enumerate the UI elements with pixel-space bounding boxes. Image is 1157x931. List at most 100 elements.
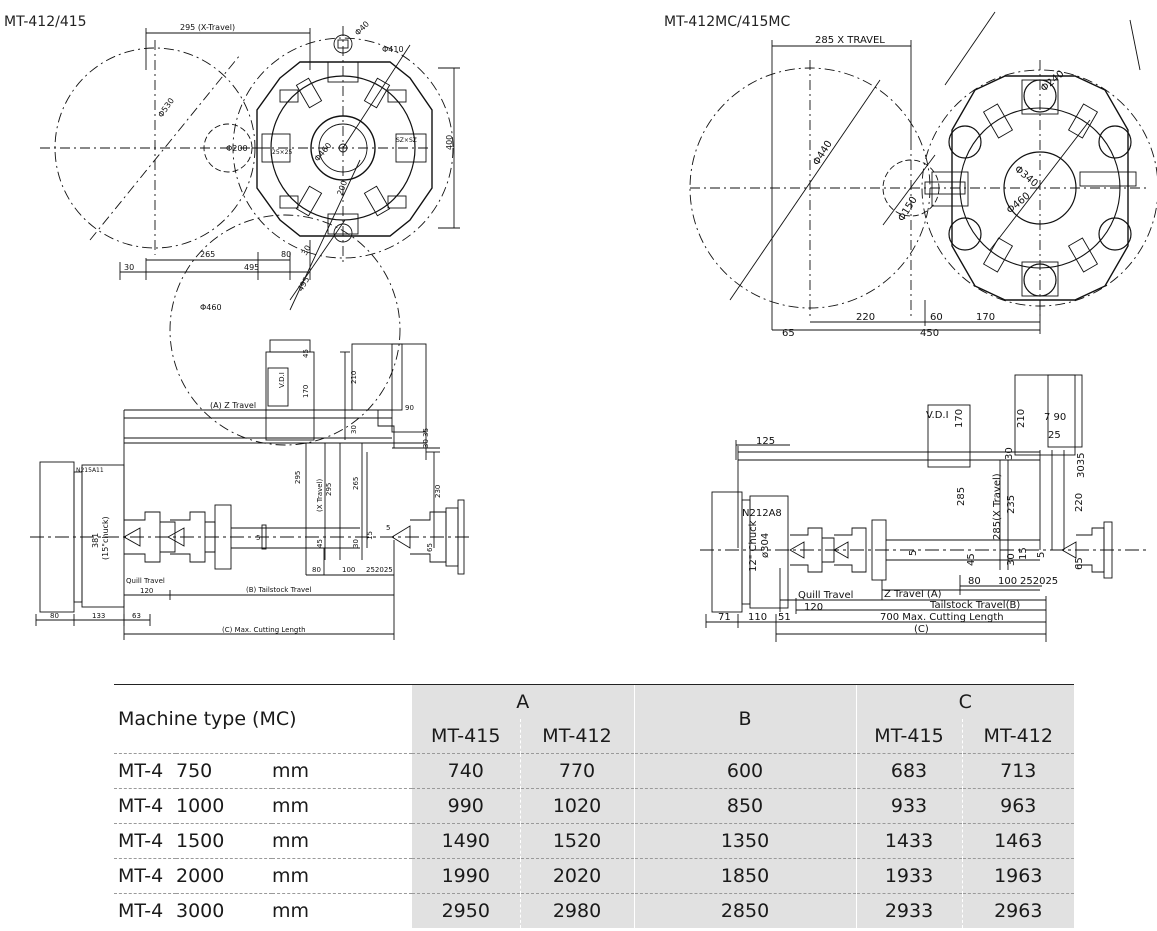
br-vdi-label: V.D.I [926,410,949,421]
model-cell: MT-4 [114,753,176,789]
tl-495b-label: 495 [296,275,311,293]
tl-80-label: 80 [281,250,291,259]
turret-head-side-mc [927,404,971,468]
a-mt412-cell: 1020 [520,788,634,824]
br-c-label: (C) [914,624,929,635]
table-row: MT-4 750 mm 740 770 600 683 713 [114,753,1074,789]
model-cell: MT-4 [114,823,176,859]
a-mt412-header: MT-412 [520,719,634,754]
machine-type-header: Machine type (MC) [114,684,412,754]
technical-drawings: 295 (X-Travel) Φ40 Φ410 Φ530 Φ200 Φ460 4… [30,11,1157,642]
size-cell: 1500 [176,823,272,859]
bl-tailstock-label: (B) Tailstock Travel [246,586,311,594]
a-mt412-cell: 770 [520,753,634,789]
dimensions-table: Machine type (MC) A B C MT-415 MT-412 MT… [114,684,1074,928]
c-mt412-cell: 713 [962,753,1074,789]
br-45-label: 45 [966,553,977,566]
bl-45b-label: 45 [316,539,324,548]
bl-15-label: 15 [366,531,374,540]
br-d304-label: ø304 [760,533,771,558]
bl-90-label: 90 [405,404,414,412]
b-cell: 2850 [633,893,856,928]
bl-210-label: 210 [350,371,358,384]
tr-170-label: 170 [976,312,995,323]
br-235-label: 235 [1006,495,1017,514]
bl-z-travel-label: (A) Z Travel [210,401,256,410]
br-ztravel-label: Z Travel (A) [884,589,942,600]
bl-45-label: 45 [302,349,310,358]
tl-d460-label: Φ460 [200,303,222,312]
br-285-label: 285 [956,487,967,506]
a-mt412-cell: 1520 [520,823,634,859]
bl-133-label: 133 [92,612,105,620]
bl-65-label: 65 [426,543,434,552]
br-n-label: N212A8 [742,508,782,519]
bl-vdi-label: V.D.I [278,372,286,388]
b-cell: 1350 [633,823,856,859]
b-cell: 1850 [633,858,856,894]
br-3035-label: 3035 [1076,453,1087,478]
bl-63-label: 63 [132,612,141,620]
br-5b-label: 5 [1036,552,1047,558]
size-cell: 2000 [176,858,272,894]
bl-30-35-label: 30 35 [422,428,430,448]
tr-x-travel-label: 285 X TRAVEL [815,35,885,46]
tr-d440-label: Φ440 [811,139,835,168]
model-cell: MT-4 [114,788,176,824]
turret-body [256,61,433,237]
tl-400-label: 400 [445,135,454,150]
a-mt412-cell: 2980 [520,893,634,928]
br-30-label2: 30 [1006,553,1017,566]
turret-swing-circle-410 [232,37,454,259]
bl-170-label: 170 [302,385,310,398]
bl-80b-label: 80 [50,612,59,620]
tl-d530-label: Φ530 [156,96,176,119]
br-220-label: 220 [1074,493,1085,512]
tr-d240-label: Φ240 [1039,69,1067,95]
c-mt415-cell: 683 [855,753,963,789]
c-mt412-cell: 963 [962,788,1074,824]
tl-265-label: 265 [200,250,215,259]
group-a-header: A [412,684,634,719]
tl-d460-center-label: Φ460 [313,141,334,163]
tr-65-label: 65 [782,328,795,339]
figure-title-mt412-415: MT-412/415 [4,14,87,30]
br-tailstock-label: Tailstock Travel(B) [929,600,1020,611]
bl-quill-label: Quill Travel [126,577,165,585]
side-view-mt412-415 [30,339,470,640]
b-cell: 850 [633,788,856,824]
tl-x-travel-label: 295 (X-Travel) [180,23,235,32]
a-mt415-cell: 990 [412,788,521,824]
tl-d410-label: Φ410 [382,45,404,54]
turret-plan-view-mt412mc-415mc [689,11,1157,334]
bl-265-label: 265 [352,477,360,490]
turret-plan-view-mt412-415 [40,26,460,446]
model-cell: MT-4 [114,893,176,928]
tr-450-label: 450 [920,328,939,339]
br-210-label: 210 [1016,409,1027,428]
br-80-label: 80 [968,576,981,587]
br-65-label: 65 [1074,557,1085,570]
table-header-row: Machine type (MC) A B C [114,684,1074,754]
br-110-label: 110 [748,612,767,623]
br-quill-label: Quill Travel [798,590,853,601]
br-170-label: 170 [954,409,965,428]
side-view-mt412mc-415mc [700,374,1150,642]
c-mt412-cell: 1463 [962,823,1074,859]
tl-30-label: 30 [124,263,134,272]
bl-295-label: 295 [294,471,302,484]
size-cell: 750 [176,753,272,789]
bl-xt295-label: 295 [325,483,333,496]
bl-30-label: 30 [350,425,358,434]
figure-title-mt412mc-415mc: MT-412MC/415MC [664,14,791,30]
br-51-label: 51 [778,612,791,623]
tl-30b-label: 30 [300,244,313,257]
bl-chuck-label: 381 [91,533,100,548]
tl-slot2-label: SZ×SZ [396,137,417,144]
tr-d150-label: Φ150 [896,195,920,224]
br-25-label: 25 [1048,430,1061,441]
br-quill-val: 120 [804,602,823,613]
size-cell: 1000 [176,788,272,824]
bl-5b-label: 5 [386,524,390,532]
tl-d40-label: Φ40 [353,19,371,37]
